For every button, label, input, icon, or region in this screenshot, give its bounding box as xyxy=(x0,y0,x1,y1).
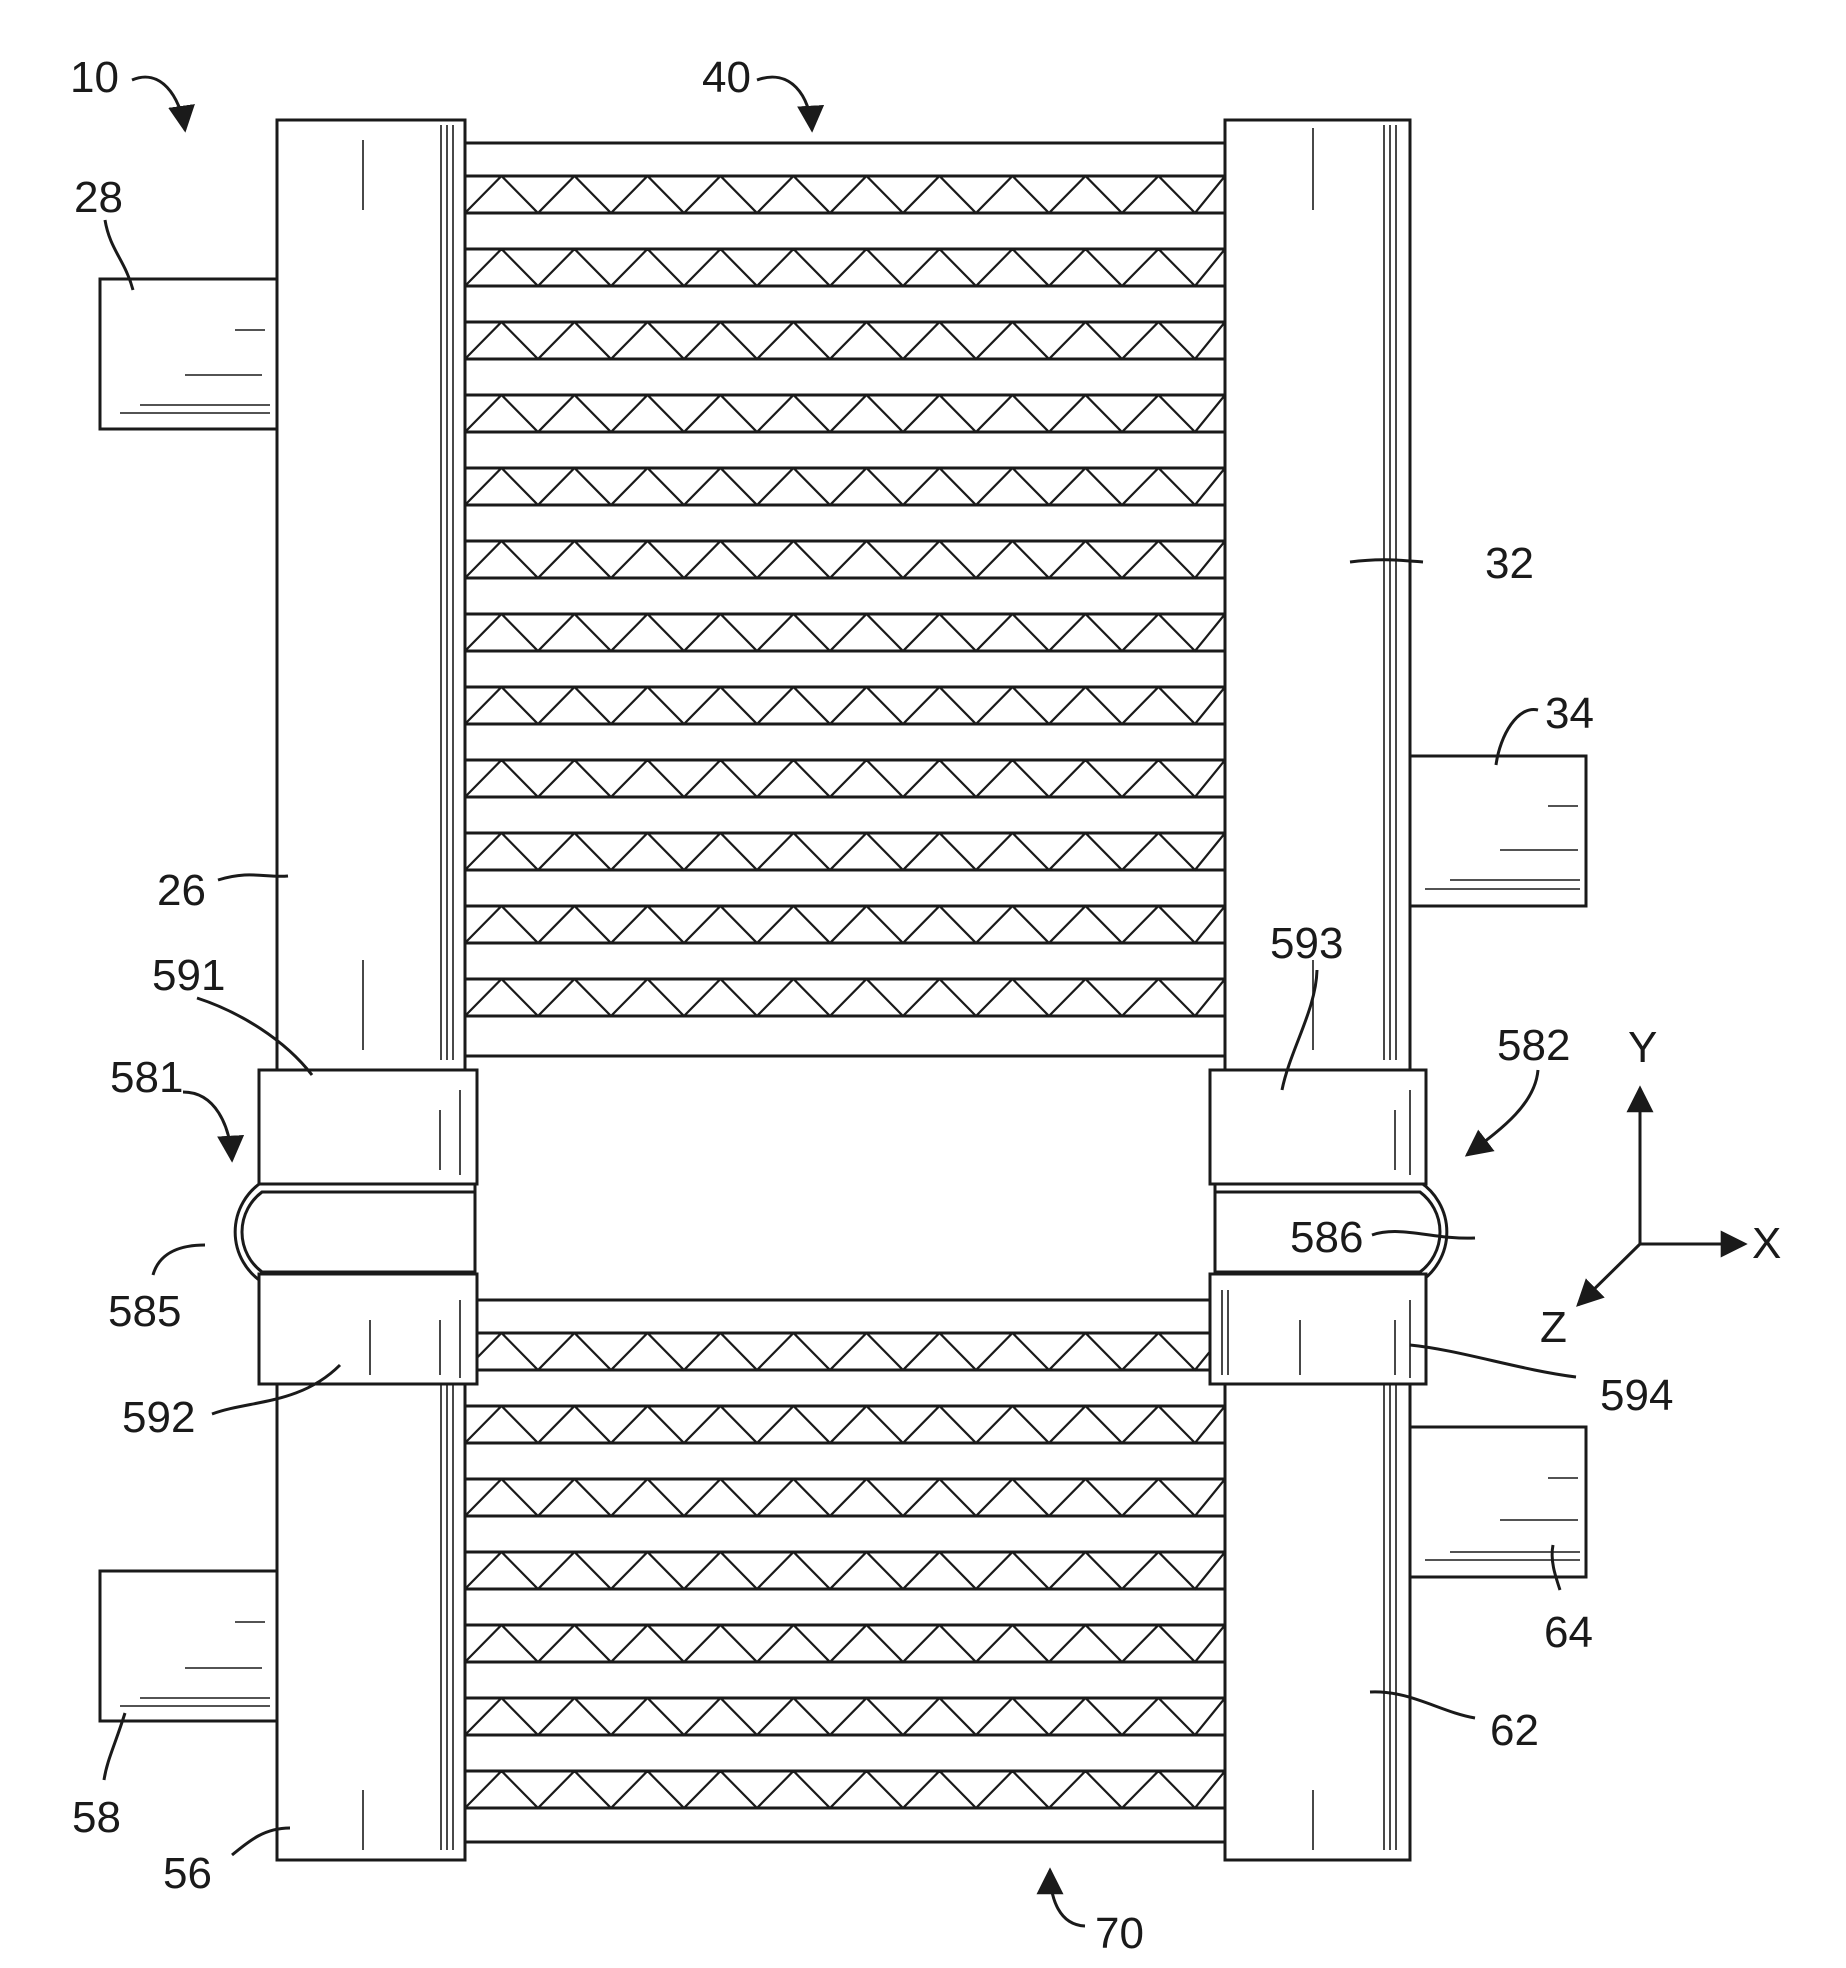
outlet-pipe-34 xyxy=(1410,756,1586,906)
inlet-pipe-28 xyxy=(100,279,277,429)
corrugated-fin xyxy=(465,833,1225,870)
z-axis-label: Z xyxy=(1540,1303,1567,1352)
corrugated-fin xyxy=(465,1479,1225,1516)
corrugated-fin xyxy=(465,322,1225,359)
inlet-pipe-58 xyxy=(100,1571,277,1721)
corrugated-fin xyxy=(465,1625,1225,1662)
lower-core-plates xyxy=(465,1333,1225,1808)
corrugated-fin xyxy=(465,906,1225,943)
corrugated-fin xyxy=(465,614,1225,651)
label-593: 593 xyxy=(1270,919,1343,968)
label-26: 26 xyxy=(157,866,206,915)
corrugated-fin xyxy=(465,1333,1225,1370)
collar-594 xyxy=(1210,1274,1426,1384)
corrugated-fin xyxy=(465,979,1225,1016)
coordinate-axes: Y X Z xyxy=(1540,1023,1781,1352)
label-62: 62 xyxy=(1490,1706,1539,1755)
upper-core-fins xyxy=(465,176,1225,1016)
corrugated-fin xyxy=(465,1698,1225,1735)
corrugated-fin xyxy=(465,687,1225,724)
label-585: 585 xyxy=(108,1287,181,1336)
corrugated-fin xyxy=(465,468,1225,505)
corrugated-fin xyxy=(465,760,1225,797)
upper-core-plates xyxy=(465,176,1225,1016)
header-26 xyxy=(277,120,465,1072)
corrugated-fin xyxy=(465,1406,1225,1443)
label-58: 58 xyxy=(72,1793,121,1842)
corrugated-fin xyxy=(465,176,1225,213)
lower-core xyxy=(465,1300,1225,1842)
label-64: 64 xyxy=(1544,1608,1593,1657)
collar-593 xyxy=(1210,1070,1426,1184)
label-586: 586 xyxy=(1290,1213,1363,1262)
x-axis-label: X xyxy=(1752,1219,1781,1268)
label-10: 10 xyxy=(70,53,119,102)
label-581: 581 xyxy=(110,1053,183,1102)
collar-591 xyxy=(259,1070,477,1184)
outlet-pipe-64 xyxy=(1410,1427,1586,1577)
collar-592 xyxy=(259,1274,477,1384)
corrugated-fin xyxy=(465,249,1225,286)
connector-581 xyxy=(235,1182,475,1282)
corrugated-fin xyxy=(465,1552,1225,1589)
corrugated-fin xyxy=(465,395,1225,432)
label-40: 40 xyxy=(702,53,751,102)
label-582: 582 xyxy=(1497,1021,1570,1070)
label-592: 592 xyxy=(122,1393,195,1442)
label-594: 594 xyxy=(1600,1371,1673,1420)
label-28: 28 xyxy=(74,173,123,222)
label-32: 32 xyxy=(1485,539,1534,588)
label-56: 56 xyxy=(163,1849,212,1898)
corrugated-fin xyxy=(465,1771,1225,1808)
label-34: 34 xyxy=(1545,689,1594,738)
label-591: 591 xyxy=(152,951,225,1000)
y-axis-label: Y xyxy=(1628,1023,1657,1072)
lower-core-fins xyxy=(465,1333,1225,1808)
upper-core xyxy=(465,143,1225,1056)
label-70: 70 xyxy=(1095,1909,1144,1958)
z-axis-arrow xyxy=(1578,1244,1640,1305)
corrugated-fin xyxy=(465,541,1225,578)
